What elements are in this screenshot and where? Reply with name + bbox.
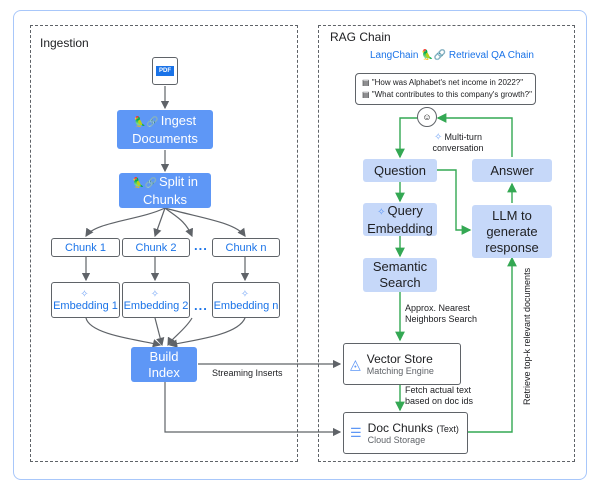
- langchain-parrot-icon: 🦜🔗: [421, 50, 447, 61]
- query-embedding-label: Query Embedding: [367, 202, 433, 236]
- user-face-icon: ☺: [417, 107, 437, 127]
- sparkle-icon: ✧: [80, 288, 89, 300]
- edge-split-chunk1: [85, 207, 166, 238]
- embedding-n-node: ✧ Embedding n: [212, 282, 280, 318]
- sparkle-icon: ✧: [240, 288, 250, 300]
- pdf-icon: PDF: [152, 57, 178, 85]
- pdf-icon-label: PDF: [156, 66, 174, 76]
- build-index-label: Build Index: [148, 348, 180, 380]
- embedding-ellipsis: ...: [194, 298, 208, 313]
- rag-title: RAG Chain: [330, 30, 391, 44]
- example-questions-box: ▤ "How was Alphabet's net income in 2022…: [355, 73, 536, 105]
- storage-icon: ☰: [350, 425, 362, 440]
- llm-node: LLM to generate response: [472, 205, 552, 258]
- fetch-label: Fetch actual text based on doc ids: [405, 385, 474, 406]
- query-embedding-node: ✧Query Embedding: [363, 203, 437, 236]
- chunk-1-node: Chunk 1: [51, 238, 120, 257]
- chunk-n-label: Chunk n: [225, 241, 267, 254]
- streaming-inserts-label: Streaming Inserts: [212, 368, 283, 378]
- matching-engine-label: Matching Engine: [366, 366, 434, 376]
- edge-split-chunk2: [153, 207, 166, 238]
- question-label: Question: [373, 162, 427, 178]
- rag-subtitle: LangChain 🦜🔗 Retrieval QA Chain: [370, 50, 534, 61]
- edge-question-llm: [437, 169, 472, 235]
- langchain-parrot-icon: 🦜🔗: [132, 177, 157, 189]
- semantic-search-label: Semantic Search: [372, 259, 428, 290]
- outer-frame: [13, 10, 587, 480]
- edge-answer-user: [436, 113, 513, 157]
- chat-icon: ▤: [362, 90, 372, 99]
- build-index-node: Build Index: [131, 347, 197, 382]
- embedding-1-label: Embedding 1: [53, 299, 118, 312]
- example-question-2: "What contributes to this company's grow…: [371, 90, 532, 99]
- langchain-parrot-icon: 🦜🔗: [133, 116, 159, 128]
- ann-label: Approx. Nearest Neighbors Search: [405, 303, 478, 324]
- vector-store-label: Vector Store: [366, 352, 433, 366]
- retrieve-label: Retrieve top-k relevant documents: [522, 267, 532, 405]
- chunk-n-node: Chunk n: [212, 238, 280, 257]
- chunk-1-label: Chunk 1: [65, 241, 106, 254]
- example-question-1: "How was Alphabet's net income in 2022?": [371, 78, 524, 87]
- chat-icon: ▤: [362, 78, 372, 87]
- question-node: Question: [363, 159, 437, 182]
- edge-docs-llm: [468, 256, 517, 433]
- multi-turn-text: Multi-turn conversation: [432, 132, 484, 153]
- answer-node: Answer: [472, 159, 552, 182]
- edge-emb2-build: [154, 317, 165, 347]
- split-chunks-node: 🦜🔗Split in Chunks: [119, 173, 211, 208]
- vector-store-node: ◬ Vector Store Matching Engine: [343, 343, 461, 385]
- split-chunks-label: Split in Chunks: [142, 173, 198, 207]
- sparkle-icon: ✧: [377, 206, 386, 218]
- edge-split-dots: [164, 207, 193, 238]
- retrieval-qa-label: Retrieval QA Chain: [448, 50, 534, 61]
- sparkle-icon: ✧: [150, 288, 160, 300]
- langchain-label: LangChain: [370, 50, 419, 61]
- ingestion-panel: [30, 25, 298, 462]
- edge-user-question: [395, 117, 418, 159]
- edge-dots-build: [167, 317, 193, 347]
- chunk-2-node: Chunk 2: [122, 238, 190, 257]
- embedding-2-node: ✧ Embedding 2: [122, 282, 190, 318]
- doc-chunks-label: Doc Chunks: [367, 421, 434, 435]
- llm-label: LLM to generate response: [485, 207, 539, 255]
- embedding-n-label: Embedding n: [213, 299, 279, 312]
- embedding-2-label: Embedding 2: [123, 299, 189, 312]
- edge-build-docchunks: [164, 382, 342, 437]
- multi-turn-label: ✧Multi-turn conversation: [428, 132, 488, 154]
- chunk-ellipsis: ...: [194, 238, 208, 253]
- cloud-storage-label: Cloud Storage: [367, 435, 426, 445]
- edge-embn-build: [168, 317, 246, 348]
- embedding-1-node: ✧ Embedding 1: [51, 282, 120, 318]
- rag-panel: [318, 25, 575, 462]
- ingestion-title: Ingestion: [40, 36, 89, 50]
- sparkle-icon: ✧: [434, 132, 443, 143]
- semantic-search-node: Semantic Search: [363, 258, 437, 292]
- ingest-documents-node: 🦜🔗Ingest Documents: [117, 110, 213, 149]
- answer-label: Answer: [490, 162, 534, 178]
- edge-emb1-build: [85, 317, 162, 348]
- doc-chunks-node: ☰ Doc Chunks (Text) Cloud Storage: [343, 412, 468, 454]
- vertex-ai-icon: ◬: [350, 355, 361, 372]
- chunk-2-label: Chunk 2: [135, 241, 177, 254]
- doc-chunks-suffix: (Text): [436, 424, 459, 434]
- ingest-documents-label: Ingest Documents: [132, 112, 198, 146]
- edge-split-chunkn: [164, 207, 246, 237]
